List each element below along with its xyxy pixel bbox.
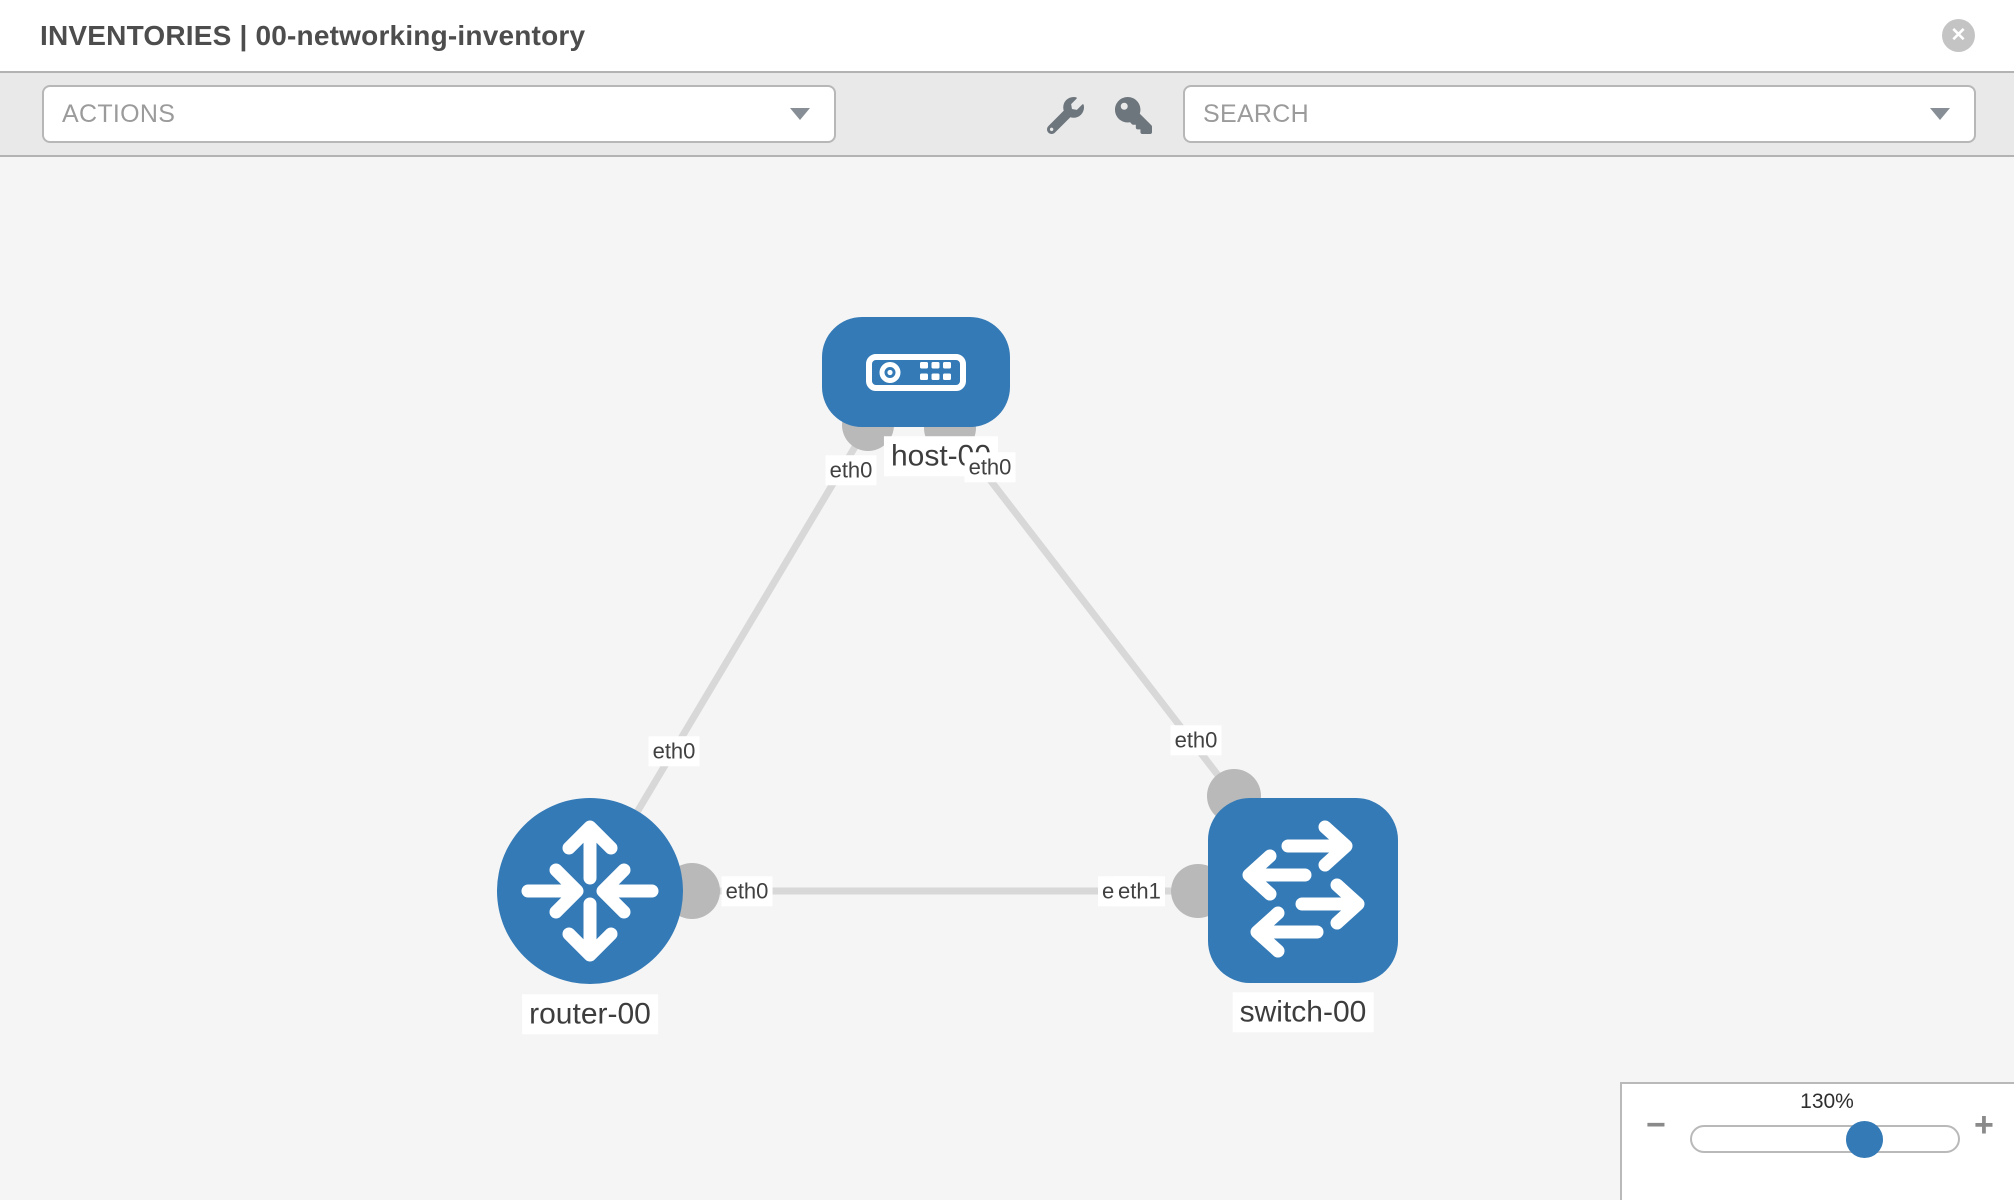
interface-label: eth0 (825, 455, 877, 485)
chevron-down-icon (1930, 108, 1950, 120)
zoom-level-value: 130% (1800, 1090, 1854, 1113)
zoom-control-panel: 130% − + (1620, 1082, 2014, 1200)
node-host-00[interactable] (822, 317, 1010, 427)
router-arrows-icon (521, 820, 659, 962)
node-label-switch-00: switch-00 (1232, 992, 1374, 1032)
toolbar: ACTIONS SEARCH (0, 73, 2014, 157)
topology-canvas[interactable]: host-00 router-00 switch-00 eth0 eth0 et… (0, 159, 2014, 1200)
chevron-down-icon (790, 108, 810, 120)
interface-label: eth0 (721, 876, 773, 906)
page-title: INVENTORIES | 00-networking-inventory (40, 20, 586, 51)
zoom-out-button[interactable]: − (1646, 1106, 1666, 1144)
close-icon[interactable]: ✕ (1942, 19, 1975, 52)
zoom-slider-track[interactable] (1690, 1125, 1960, 1153)
search-dropdown[interactable]: SEARCH (1183, 85, 1976, 143)
zoom-in-button[interactable]: + (1974, 1106, 1994, 1144)
node-switch-00[interactable] (1208, 798, 1398, 983)
header: INVENTORIES | 00-networking-inventory ✕ (0, 0, 2014, 73)
interface-label: eth0 (648, 736, 700, 766)
actions-dropdown-label: ACTIONS (62, 99, 176, 128)
node-router-00[interactable] (497, 798, 683, 984)
key-icon[interactable] (1115, 97, 1152, 134)
host-device-icon (866, 354, 966, 391)
interface-label: eth0 (1170, 725, 1222, 755)
switch-arrows-icon (1242, 820, 1365, 958)
zoom-slider-thumb[interactable] (1846, 1121, 1883, 1158)
search-placeholder: SEARCH (1203, 99, 1309, 128)
node-label-router-00: router-00 (522, 994, 658, 1034)
wrench-icon[interactable] (1046, 97, 1084, 135)
interface-label: eth1 (1114, 876, 1165, 906)
interface-label: eth0 (964, 452, 1016, 482)
actions-dropdown[interactable]: ACTIONS (42, 85, 836, 143)
